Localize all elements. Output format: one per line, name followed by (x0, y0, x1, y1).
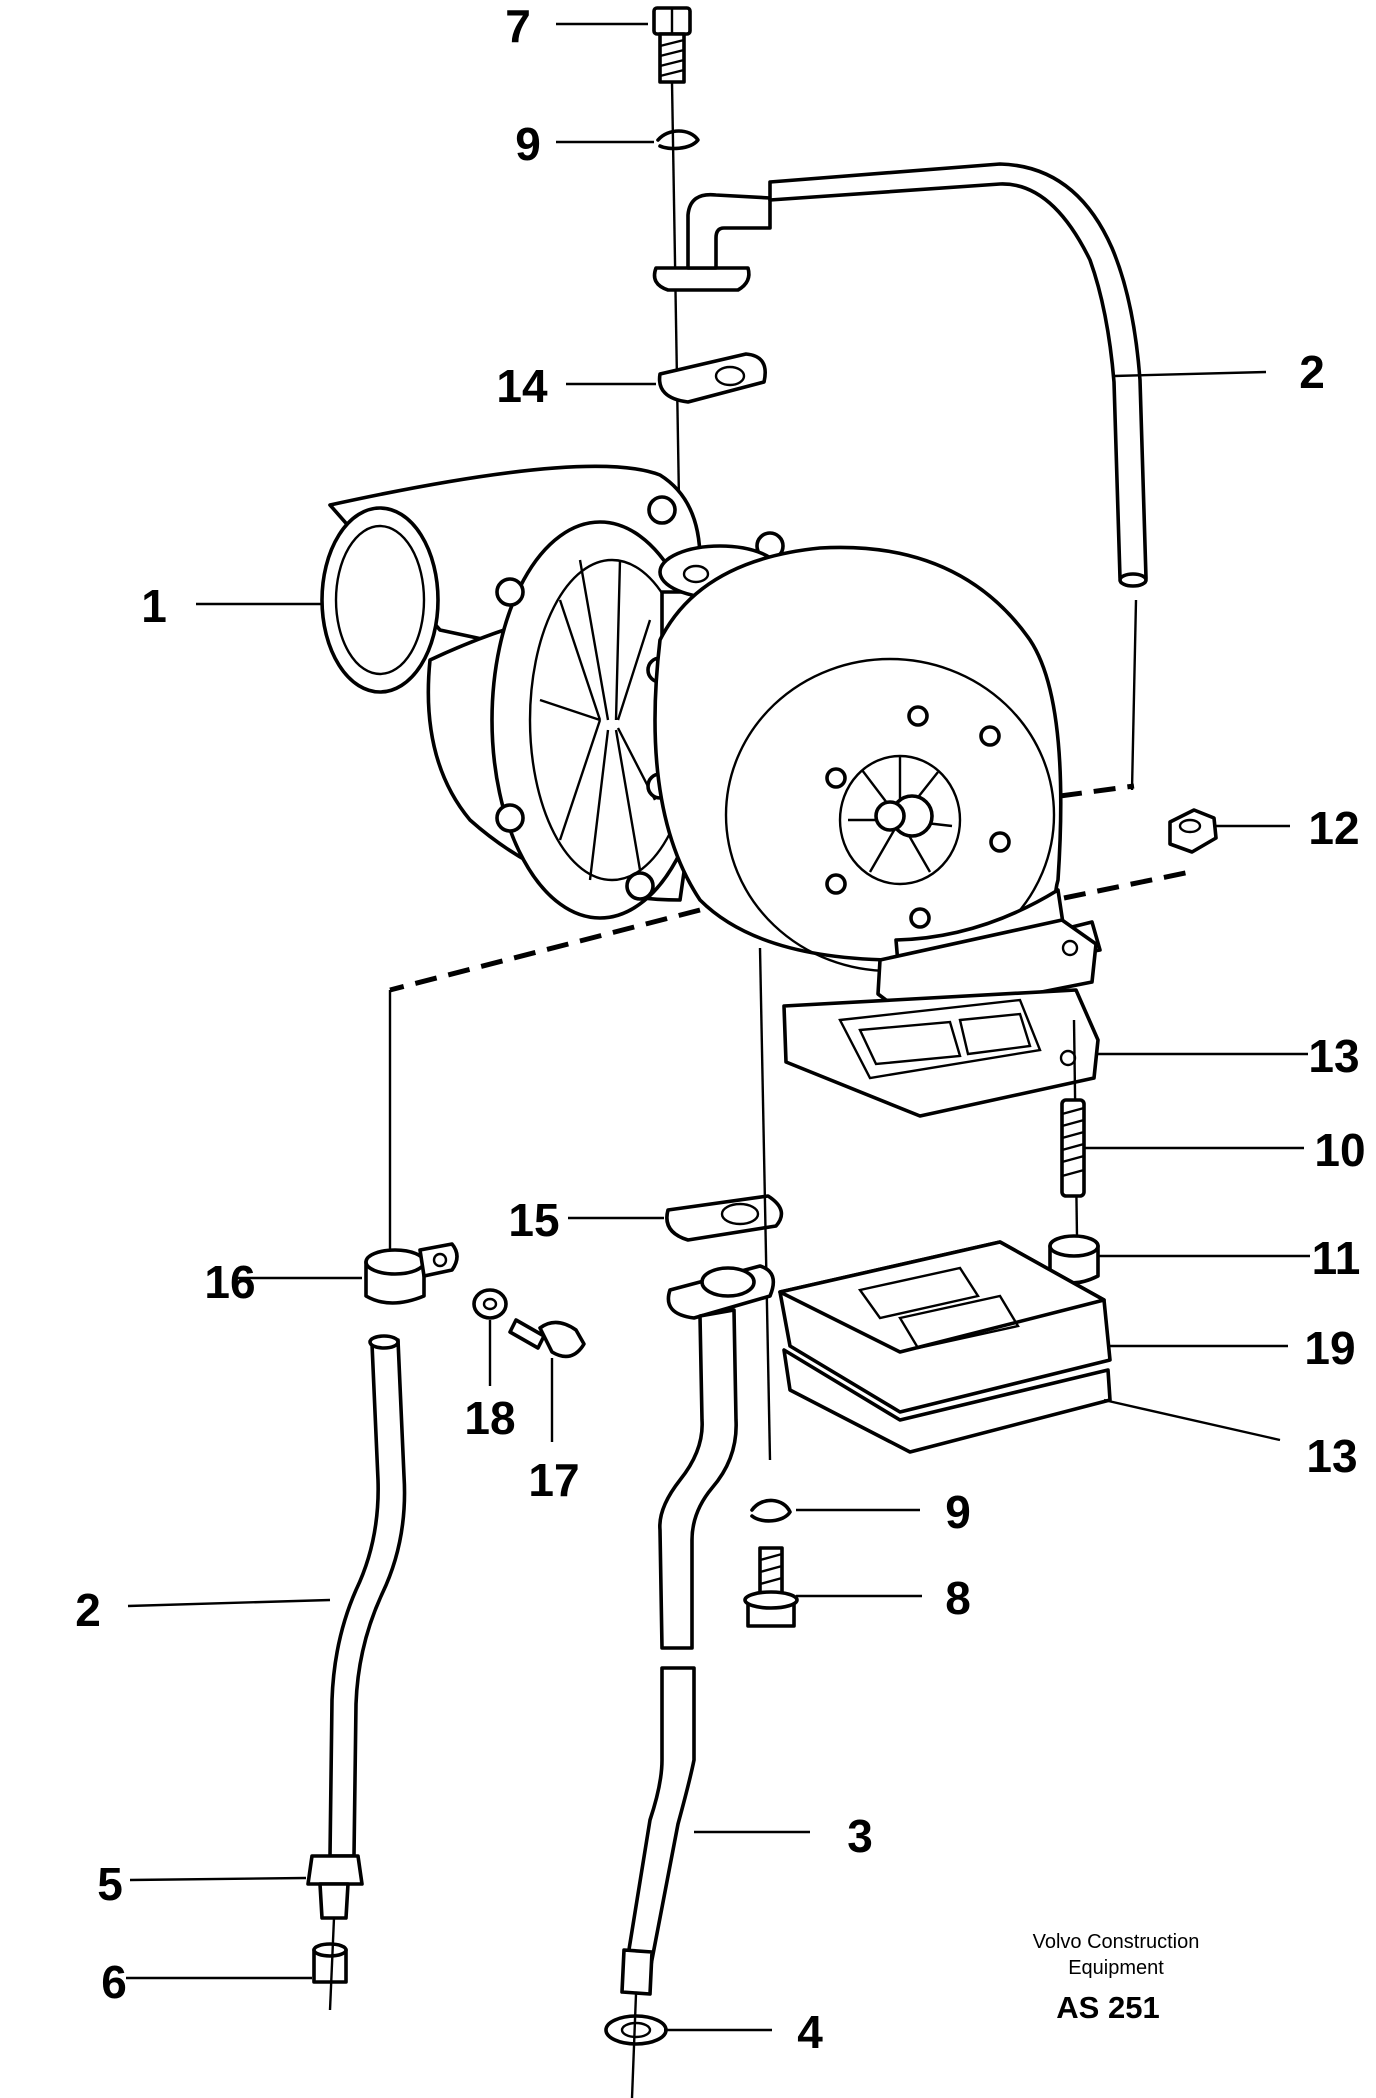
callout-1: 1 (141, 580, 167, 632)
footer-credit: Volvo Construction Equipment AS 251 (1033, 1931, 1200, 2025)
nut-12 (1168, 808, 1218, 854)
callout-16: 16 (204, 1256, 255, 1308)
callout-13-lower: 13 (1306, 1430, 1357, 1482)
callout-9-lower: 9 (945, 1486, 971, 1538)
compressor-housing (320, 464, 785, 920)
callout-13-upper: 13 (1308, 1030, 1359, 1082)
oil-pipe-upper (652, 162, 1148, 588)
callout-12: 12 (1308, 802, 1359, 854)
company-line-1: Volvo Construction (1033, 1931, 1200, 1953)
callout-14: 14 (496, 360, 548, 412)
hidden-line-right (1059, 783, 1135, 799)
leader-lines (126, 22, 1310, 2032)
washer-18 (472, 1288, 508, 1320)
callout-7: 7 (505, 0, 531, 52)
spacer-11 (1048, 1234, 1100, 1285)
oil-return-pipe (604, 1264, 776, 2046)
callout-19: 19 (1304, 1322, 1355, 1374)
callout-4: 4 (797, 2006, 823, 2058)
axis-line-top (670, 81, 682, 561)
callout-18: 18 (464, 1392, 515, 1444)
bolt-17 (508, 1318, 586, 1359)
hidden-line-right-2 (1063, 869, 1191, 901)
callout-9-upper: 9 (515, 118, 541, 170)
drawing-code: AS 251 (1056, 1990, 1159, 2025)
callout-3: 3 (847, 1810, 873, 1862)
axis-line-center (758, 947, 772, 1461)
company-line-2: Equipment (1068, 1957, 1164, 1979)
hidden-line-left (389, 907, 701, 993)
turbine-housing (653, 545, 1102, 1020)
callout-11: 11 (1312, 1232, 1361, 1284)
axis-line-lower-left (328, 1917, 336, 2011)
gasket-15 (665, 1194, 784, 1242)
callout-6: 6 (101, 1956, 127, 2008)
callout-17: 17 (528, 1454, 579, 1506)
callout-labels: 7 9 14 2 1 12 13 10 11 19 13 15 16 18 17… (75, 0, 1365, 2058)
callout-2-upper: 2 (1299, 346, 1325, 398)
callout-2-lower: 2 (75, 1584, 101, 1636)
parts-drawing (306, 6, 1218, 2098)
callout-15: 15 (508, 1194, 559, 1246)
oil-pipe-lower (306, 1334, 407, 1984)
stud-10 (1060, 1098, 1086, 1198)
spacer-block-19 (778, 1240, 1112, 1414)
bolt-8 (743, 1546, 799, 1628)
bolt-top (652, 6, 692, 84)
axis-line-right (1130, 599, 1138, 791)
callout-10: 10 (1314, 1124, 1365, 1176)
gasket-14 (657, 352, 767, 404)
washer-top (656, 129, 700, 151)
flange-gasket-upper (782, 988, 1100, 1118)
clip-16 (364, 1242, 459, 1305)
flange-gasket-lower (782, 1348, 1112, 1454)
callout-5: 5 (97, 1858, 123, 1910)
axis-line-bottom (630, 1993, 638, 2098)
callout-8: 8 (945, 1572, 971, 1624)
washer-lower (750, 1498, 792, 1523)
